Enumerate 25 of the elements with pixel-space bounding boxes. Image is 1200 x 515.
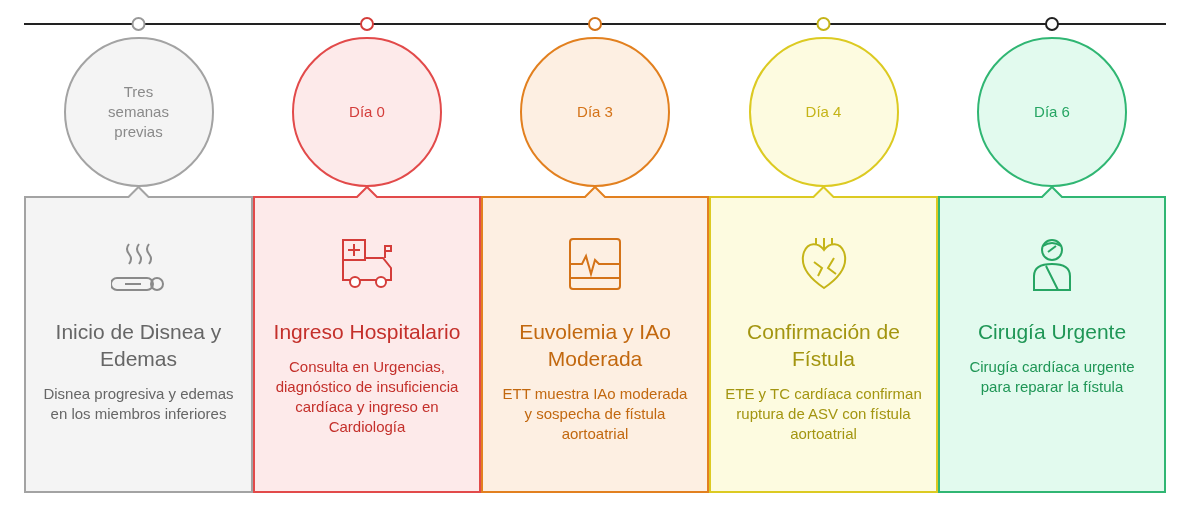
time-circle xyxy=(748,37,899,187)
event-card xyxy=(481,186,709,493)
event-description: ETT muestra IAo moderada y sospecha de fístula aortoatrial xyxy=(501,384,689,444)
event-title: Cirugía Urgente xyxy=(976,319,1128,345)
event-card xyxy=(709,186,938,493)
time-label: Día 0 xyxy=(348,102,386,122)
time-label: Día 4 xyxy=(804,102,843,122)
event-title: Inicio de Disnea y Edemas xyxy=(54,319,223,372)
time-circle xyxy=(63,37,214,187)
event-title: Confirmación de Fístula xyxy=(746,319,901,372)
time-circle xyxy=(520,37,670,187)
event-card xyxy=(938,186,1166,493)
event-title: Euvolemia y IAo Moderada xyxy=(518,319,672,372)
event-description: Consulta en Urgencias, diagnóstico de insuficiencia cardíaca y ingreso en Cardiología xyxy=(274,357,460,437)
time-label: Tres semanas previas xyxy=(107,82,170,142)
event-card xyxy=(24,186,253,493)
time-label: Día 3 xyxy=(576,102,614,122)
event-card xyxy=(253,186,481,493)
time-circle xyxy=(292,37,442,187)
event-description: Disnea progresiva y edemas en los miembros inferiores xyxy=(42,384,235,424)
time-circle xyxy=(977,37,1127,187)
event-title: Ingreso Hospitalario xyxy=(272,319,462,345)
time-label: Día 6 xyxy=(1033,102,1071,122)
event-description: Cirugía cardíaca urgente para reparar la fístula xyxy=(968,357,1136,397)
event-description: ETE y TC cardíaca confirman ruptura de ASV con fístula aortoatrial xyxy=(725,384,922,444)
